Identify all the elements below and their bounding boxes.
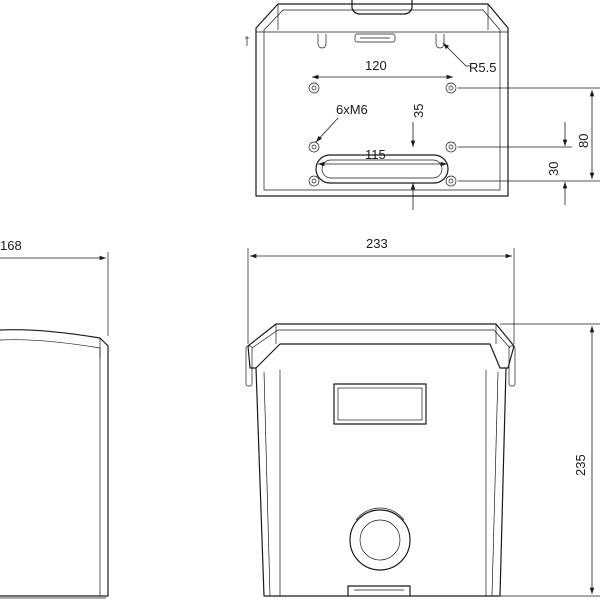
mounting-hole (308, 175, 320, 187)
mounting-hole (445, 141, 457, 153)
front-view: 233 235 (245, 236, 600, 597)
fillet-radius-label: R5.5 (469, 60, 496, 75)
side-clip-left (245, 345, 253, 387)
dim-80-label: 80 (576, 134, 591, 148)
front-body (255, 367, 507, 597)
mounting-hole-group (308, 82, 457, 187)
push-button (349, 509, 411, 571)
dim-30-label: 30 (546, 162, 561, 176)
dim-120-label: 120 (365, 58, 387, 73)
side-view-outline (0, 329, 109, 597)
rear-view: 120 115 R5.5 6xM6 35 80 30 (245, 0, 600, 210)
center-slot (315, 154, 449, 184)
display-window (333, 383, 427, 425)
dim-233-label: 233 (366, 236, 388, 251)
bottom-foot (347, 585, 411, 596)
side-clip-right (508, 345, 516, 387)
dim-235-label: 235 (573, 454, 588, 476)
mounting-holes-label: 6xM6 (336, 102, 368, 117)
keyhole-left (317, 34, 327, 49)
mounting-hole (445, 175, 457, 187)
mounting-hole (308, 141, 320, 153)
mounting-hole (308, 82, 320, 94)
dim-115-label: 115 (365, 147, 386, 162)
keyhole-right (435, 34, 445, 49)
side-view: 168 (0, 238, 109, 599)
mounting-hole (445, 82, 457, 94)
dim-168-label: 168 (0, 238, 22, 253)
rear-view-inner-outline (263, 9, 501, 191)
dim-35-label: 35 (411, 104, 426, 118)
rear-view-top-band (256, 4, 508, 33)
top-opening (351, 0, 413, 15)
front-lid (247, 323, 515, 369)
clip-tab (354, 33, 396, 43)
rear-view-outline (255, 3, 509, 197)
